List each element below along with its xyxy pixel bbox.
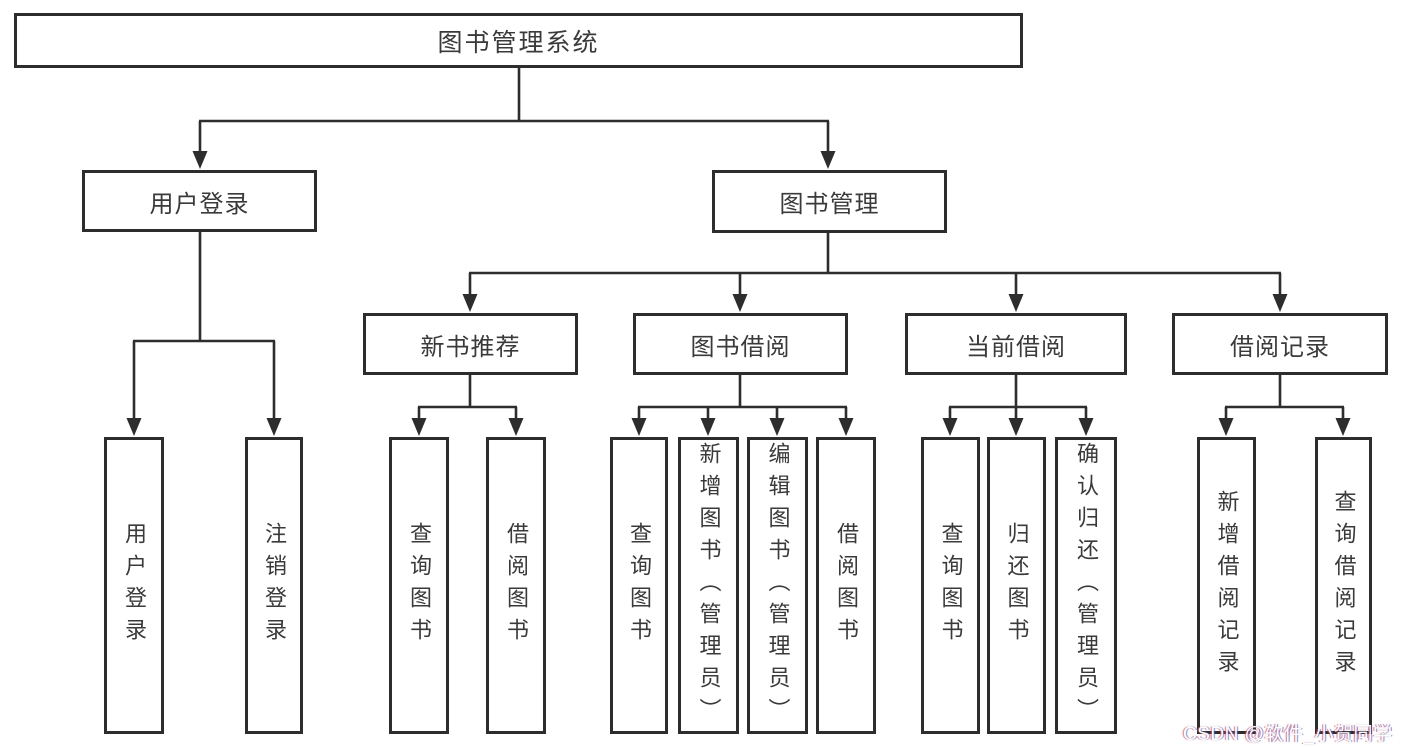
node-label: 借阅图书 [504,521,529,650]
node-label: 用户登录 [122,521,147,650]
node-new-book-recommend: 新书推荐 [363,313,578,375]
leaf-user-login: 用户登录 [104,437,164,734]
leaf-query-books-borrow: 查询图书 [610,437,668,734]
leaf-add-borrow-record: 新增借阅记录 [1197,437,1256,734]
node-label: 查询图书 [407,521,432,650]
node-label: 查询借阅记录 [1331,489,1357,682]
leaf-edit-book-admin: 编辑图书（管理员） [747,437,808,734]
node-label: 注销登录 [262,521,287,650]
arrow-icon [631,418,647,436]
node-label: 图书管理 [779,191,880,218]
arrow-icon [1008,294,1024,312]
arrowheads [126,151,1351,436]
node-user-login: 用户登录 [82,170,317,232]
arrow-icon [462,294,478,312]
csdn-watermark: CSDN @软件_小贺同学 [1183,724,1393,745]
node-label: 新增图书（管理员） [696,441,722,730]
node-label: 当前借阅 [966,333,1066,361]
arrow-icon [732,294,748,312]
connector-records-to-leaves [1224,374,1345,419]
leaf-query-books-current: 查询图书 [921,437,980,734]
arrow-icon [1218,418,1234,436]
node-label: 查询图书 [627,521,652,650]
leaf-confirm-return-admin: 确认归还（管理员） [1055,437,1117,734]
node-label: 图书借阅 [690,333,791,361]
arrow-icon [820,151,836,169]
leaf-borrow-book-recommend: 借阅图书 [486,437,546,734]
connector-user-login-to-leaves [132,231,276,419]
node-library-management-system: 图书管理系统 [14,13,1023,68]
arrow-icon [1008,418,1024,436]
node-book-borrow: 图书借阅 [633,313,848,375]
node-current-borrow: 当前借阅 [905,313,1127,375]
leaf-return-book: 归还图书 [987,437,1046,734]
node-label: 用户登录 [149,190,250,218]
node-borrow-records: 借阅记录 [1172,313,1388,375]
arrow-icon [942,418,958,436]
arrow-icon [769,418,785,436]
arrow-icon [1078,418,1094,436]
arrow-icon [192,151,208,169]
arrow-icon [1335,418,1351,436]
arrow-icon [126,418,142,436]
leaf-borrow-book: 借阅图书 [816,437,876,734]
leaf-add-book-admin: 新增图书（管理员） [678,437,739,734]
arrow-icon [266,418,282,436]
node-label: 编辑图书（管理员） [765,441,791,730]
connector-root-to-level2 [198,68,830,152]
node-label: 图书管理系统 [437,28,600,57]
arrow-icon [838,418,854,436]
node-book-management: 图书管理 [712,170,947,233]
connector-new-rec-to-leaves [417,375,518,419]
connector-lines [132,68,1345,419]
arrow-icon [1272,294,1288,312]
arrow-icon [700,418,716,436]
leaf-logout: 注销登录 [245,437,303,734]
node-label: 新增借阅记录 [1214,489,1240,682]
leaf-query-borrow-record: 查询借阅记录 [1315,437,1372,734]
arrow-icon [508,418,524,436]
connector-book-mgmt-to-level3 [468,232,1282,295]
connector-borrow-to-leaves [637,375,848,419]
arrow-icon [411,418,427,436]
node-label: 确认归还（管理员） [1074,441,1099,730]
node-label: 归还图书 [1004,521,1030,650]
node-label: 借阅图书 [834,521,859,650]
connector-current-to-leaves [948,375,1088,419]
node-label: 新书推荐 [420,333,521,361]
node-label: 借阅记录 [1230,333,1330,361]
node-label: 查询图书 [938,521,964,650]
leaf-query-books-recommend: 查询图书 [389,437,449,734]
